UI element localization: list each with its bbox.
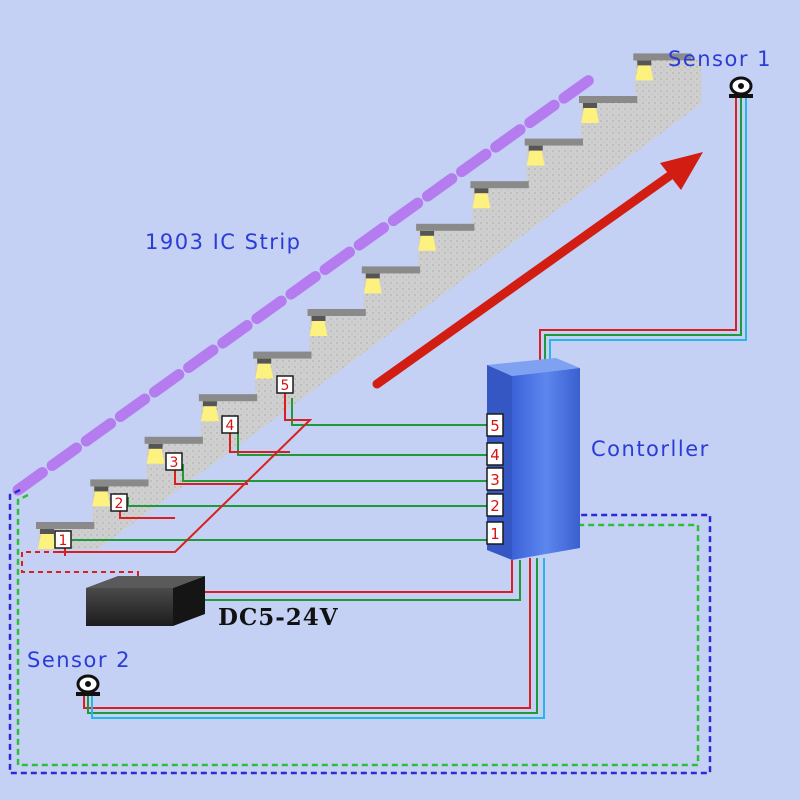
step-number-badge (110, 493, 128, 512)
ic-strip-line (12, 72, 598, 496)
stair-tread (416, 223, 475, 231)
controller-port (486, 442, 504, 466)
sensor-2-wire-red (83, 558, 531, 709)
step-light-fixture (365, 273, 380, 279)
step-number-text: 1 (59, 533, 68, 549)
sensor-1-wire-green (544, 98, 742, 362)
stair-tread (253, 351, 312, 359)
ic-strip-label: 1903 IC Strip (145, 230, 302, 254)
step-number-text: 5 (281, 378, 290, 394)
sensor-2-wire-cyan (91, 558, 545, 719)
step-number-badge (165, 452, 183, 471)
stair-tread (524, 138, 583, 146)
psu-wire-red (205, 560, 513, 593)
step-number-text: 2 (115, 496, 124, 512)
power-wire-red (58, 393, 313, 553)
step-light-fixture (202, 401, 217, 407)
psu-wire-green (205, 560, 521, 601)
step-number-badge (54, 530, 72, 549)
controller-ports: 5 4 3 2 1 (486, 413, 504, 545)
stair-tread (361, 266, 421, 274)
stair-tread (633, 53, 692, 61)
step-number-text: 3 (170, 455, 179, 471)
sensor-2-label: Sensor 2 (27, 648, 132, 672)
controller-port-number: 1 (490, 525, 500, 543)
stair-tread (307, 309, 366, 316)
controller-port-number: 3 (490, 471, 500, 489)
step-light-fixture (148, 443, 163, 449)
sensor-1-wire-red (539, 98, 737, 362)
step-number-badges: 1 2 3 4 5 (54, 375, 294, 549)
sensor-2-icon (76, 674, 100, 696)
controller-port (486, 493, 504, 517)
stair-tread (144, 436, 203, 444)
controller-port-number: 4 (490, 446, 500, 464)
staircase-body (38, 58, 702, 550)
step-light-fixture (474, 188, 489, 194)
power-wire-red (229, 430, 290, 453)
stair-tread (36, 522, 95, 529)
step-number-text: 4 (226, 418, 235, 434)
sensor-1-icon (729, 76, 753, 98)
staircase (36, 53, 702, 550)
controller-port (486, 467, 504, 491)
stair-tread (90, 479, 149, 487)
wires (8, 98, 747, 775)
controller-port (486, 413, 504, 437)
step-light-fixture (637, 60, 652, 66)
power-wire-red (174, 465, 248, 485)
controller-port-number: 2 (490, 497, 500, 515)
stair-tread (470, 181, 529, 189)
direction-arrow (372, 152, 703, 389)
power-supply-label: DC5-24V (218, 604, 339, 631)
controller-port (486, 521, 504, 545)
step-light-fixture (583, 103, 597, 108)
step-light-fixture (420, 230, 435, 236)
step-light-fixture (528, 145, 543, 151)
step-number-badge (221, 415, 239, 434)
step-light-fixture (311, 316, 326, 321)
data-wire-green (127, 497, 490, 507)
step-light-fixture (40, 529, 54, 534)
stair-tread (198, 394, 258, 402)
controller-port-number: 5 (490, 417, 500, 435)
controller-label: Contorller (591, 437, 710, 461)
power-wire-red-dashed (21, 551, 139, 577)
controller-box: 5 4 3 2 1 (486, 358, 580, 560)
sensor-1-wire-cyan (549, 98, 747, 362)
stair-tread (579, 96, 638, 103)
data-wire-green (291, 398, 490, 426)
data-wire-green (182, 464, 490, 482)
step-light-fixture (94, 486, 109, 492)
step-number-badge (276, 375, 294, 394)
sensor-2-wire-green (87, 558, 538, 714)
step-light-fixture (257, 358, 272, 364)
data-wire-green (237, 432, 490, 456)
power-supply (86, 576, 205, 626)
loop-wire-green-dashed (16, 493, 700, 767)
sensor-1-label: Sensor 1 (668, 47, 773, 71)
